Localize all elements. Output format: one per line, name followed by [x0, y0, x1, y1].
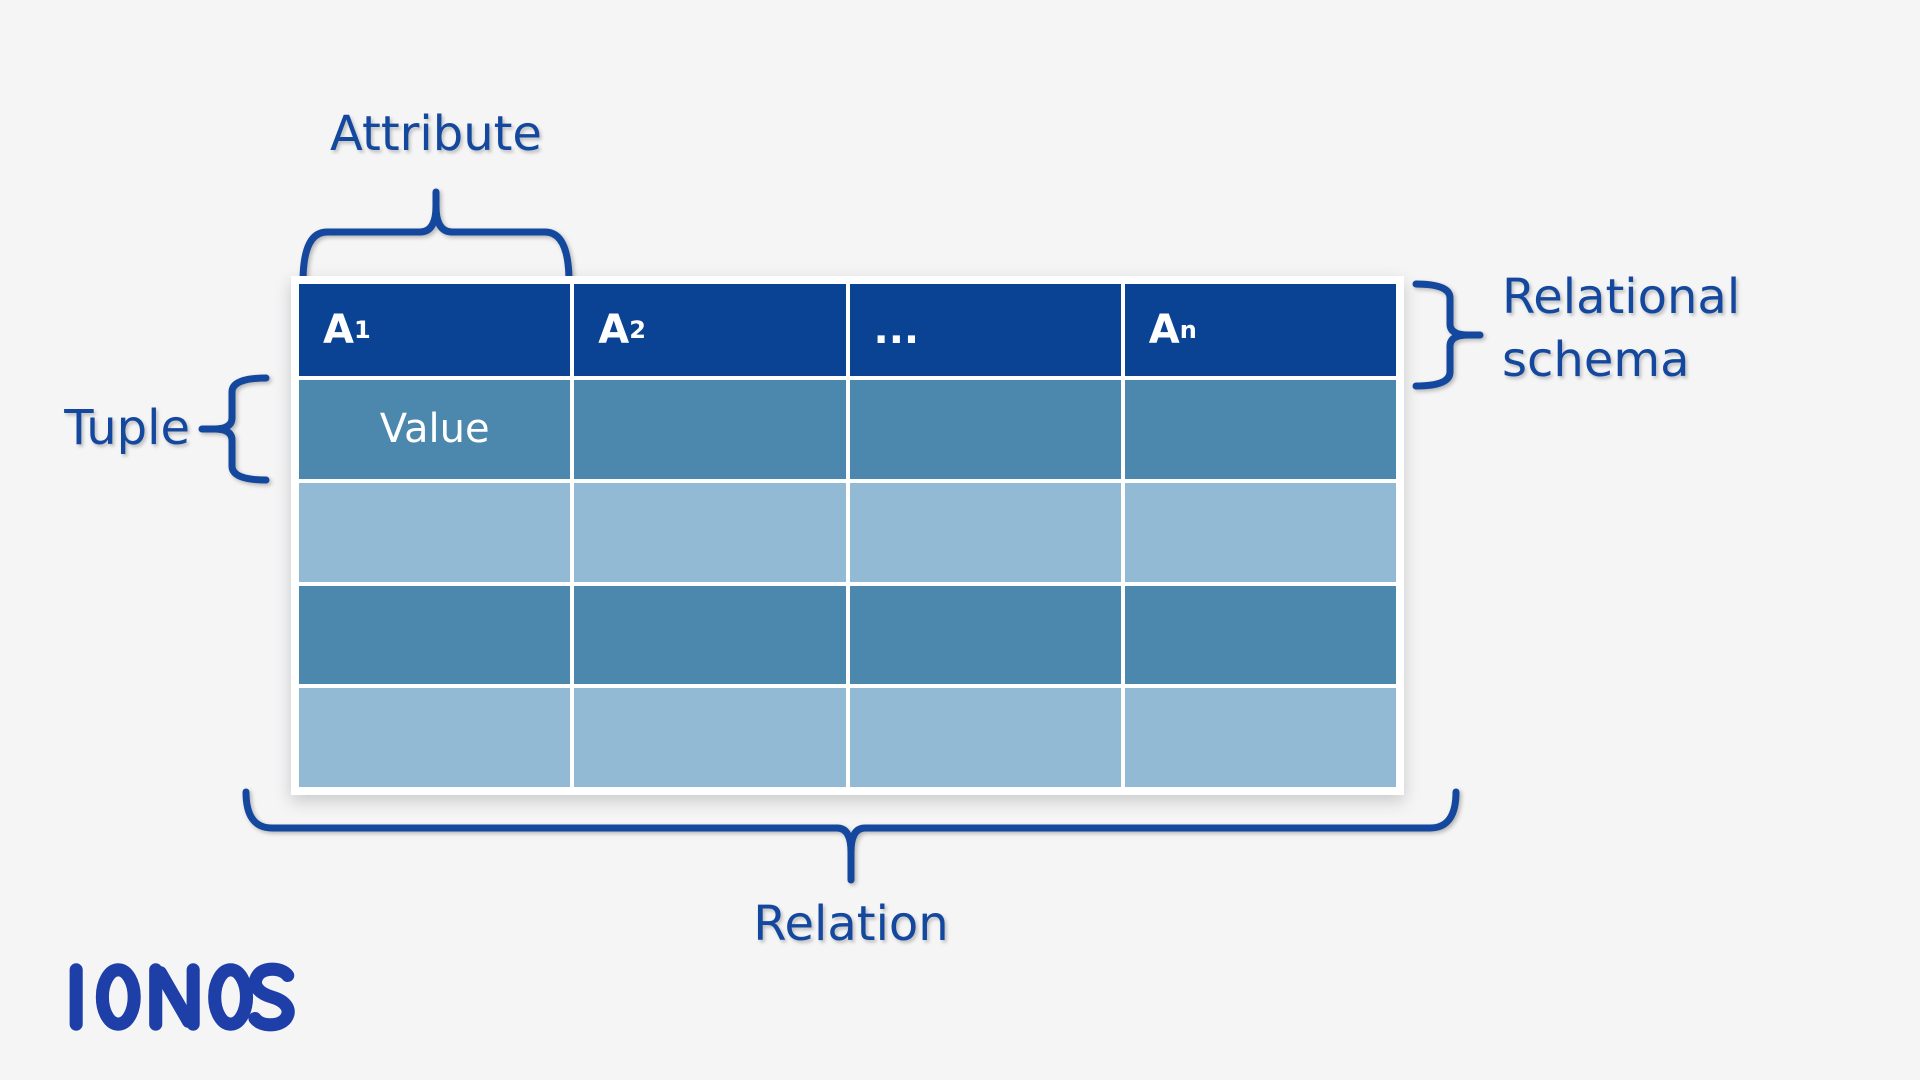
table-cell [299, 482, 571, 582]
ionos-logo-icon [69, 962, 295, 1032]
tuple-brace-icon [198, 374, 270, 484]
table-cell [299, 688, 571, 787]
attribute-label: Attribute [330, 106, 542, 162]
relational-schema-brace-icon [1412, 280, 1484, 390]
table-cell [849, 688, 1121, 787]
table-cell [574, 585, 846, 685]
relational-schema-label: Relational schema [1502, 269, 1741, 389]
table-cell [849, 585, 1121, 685]
table-cell [574, 380, 846, 479]
tuple-label: Tuple [64, 400, 190, 456]
table-cell [574, 482, 846, 582]
table-cell [1124, 482, 1396, 582]
table-cell [574, 688, 846, 787]
table-cell [299, 585, 571, 685]
table-cell [1124, 688, 1396, 787]
table-cell [1124, 585, 1396, 685]
table-cell [849, 380, 1121, 479]
relation-brace-icon [242, 788, 1460, 884]
attribute-brace-icon [299, 188, 573, 286]
header-cell-ellipsis: ... [849, 284, 1121, 376]
table-cell [849, 482, 1121, 582]
cell-value: Value [299, 380, 571, 479]
relation-label: Relation [753, 896, 949, 952]
table-cell [1124, 380, 1396, 479]
